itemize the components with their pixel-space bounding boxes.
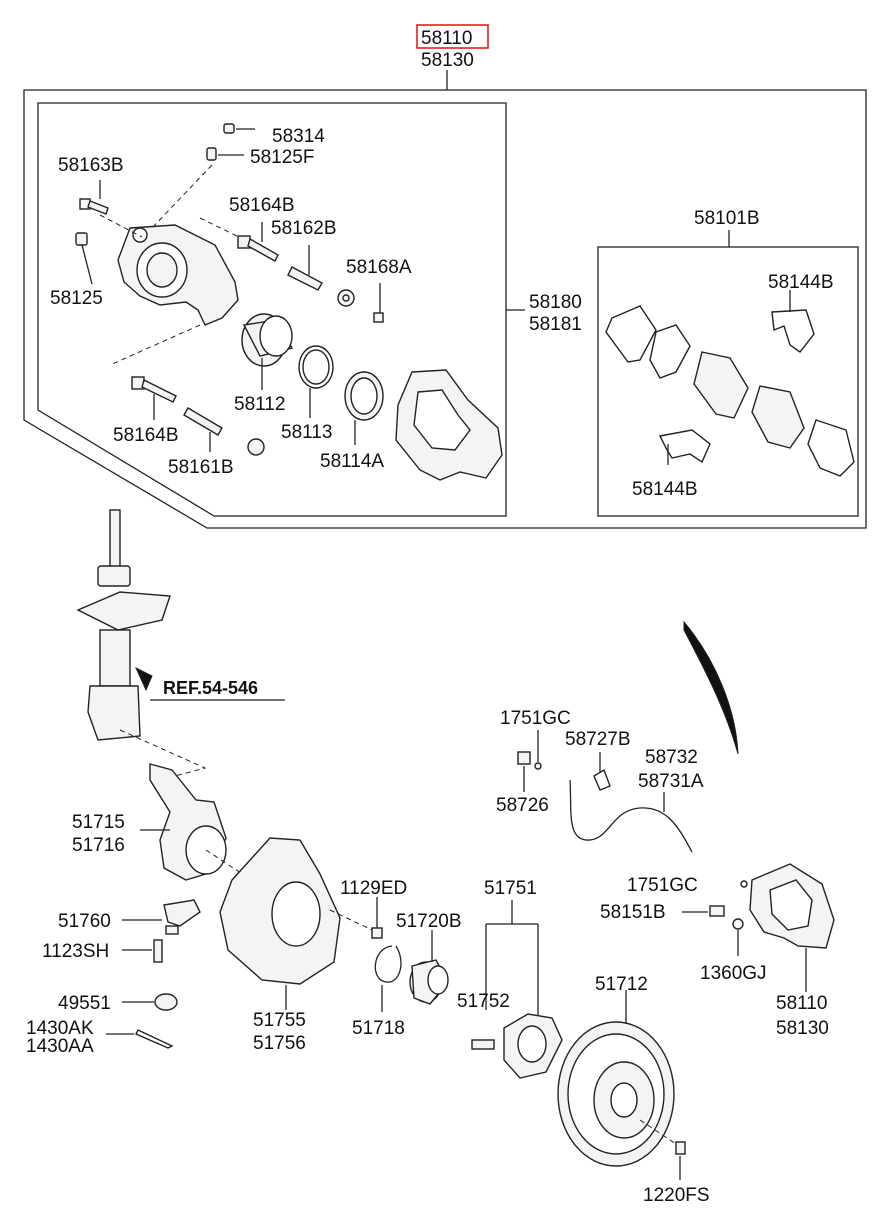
label-bushing[interactable]: 58125	[50, 288, 103, 309]
shim-outer[interactable]	[605, 305, 657, 363]
label-hub-bolt[interactable]: 51752	[457, 991, 510, 1012]
label-caliper-assy[interactable]: 58110	[421, 28, 472, 49]
shield-screw[interactable]	[371, 927, 383, 939]
pad-kit-parts	[605, 290, 855, 477]
hose-bolt[interactable]	[517, 751, 531, 765]
label-clip-upper[interactable]: 58144B	[768, 272, 834, 293]
caliper-bolt[interactable]	[709, 905, 725, 917]
disc-screw[interactable]	[675, 1141, 686, 1155]
pad-outer[interactable]	[693, 351, 749, 419]
caliper-kit-parts	[75, 123, 525, 481]
pad-kit-box	[597, 246, 859, 517]
ref-arrow	[134, 666, 153, 692]
ball-joint[interactable]	[163, 899, 201, 935]
guide-pin-lower[interactable]	[183, 407, 223, 436]
label-strut-ref[interactable]: REF.54-546	[163, 678, 258, 698]
label-shield-screw[interactable]: 1129ED	[340, 878, 407, 899]
label-caliper-a[interactable]: 58110	[776, 993, 827, 1014]
clip-lower[interactable]	[658, 429, 711, 464]
snap-ring[interactable]	[374, 945, 402, 983]
label-piston[interactable]: 58112	[234, 394, 285, 415]
brake-disc[interactable]	[557, 1021, 675, 1167]
shim-inner[interactable]	[807, 419, 855, 477]
clip-upper[interactable]	[771, 309, 815, 353]
guide-bolt-upper[interactable]	[237, 235, 279, 262]
carrier-bracket[interactable]	[395, 369, 503, 481]
label-disc-screw[interactable]: 1220FS	[643, 1185, 710, 1206]
label-piston-boot[interactable]: 58114A	[320, 451, 384, 472]
label-boot-a[interactable]: 58168A	[346, 257, 412, 278]
label-disc[interactable]: 51712	[595, 974, 648, 995]
guide-bolt-top[interactable]	[79, 198, 109, 215]
label-guide-pin-a[interactable]: 58162B	[271, 218, 337, 239]
label-shield-a[interactable]: 51755	[253, 1010, 306, 1031]
label-pad-kit[interactable]: 58101B	[694, 208, 760, 229]
label-hose-a[interactable]: 58732	[645, 747, 698, 768]
hose-clip-c[interactable]	[740, 880, 748, 888]
small-nut[interactable]	[373, 312, 384, 323]
bleeder-screw[interactable]	[206, 147, 217, 161]
label-hose-b[interactable]: 58731A	[638, 771, 704, 792]
label-guide-bolt-b[interactable]: 58164B	[229, 195, 295, 216]
boot-lower[interactable]	[247, 438, 265, 456]
label-clip-lower[interactable]: 58144B	[632, 479, 698, 500]
hub-bolt[interactable]	[471, 1039, 495, 1050]
label-shield-b[interactable]: 51756	[253, 1033, 306, 1054]
label-knuckle-b[interactable]: 51716	[72, 835, 125, 856]
label-carrier-a[interactable]: 58180	[529, 292, 582, 313]
dust-shield[interactable]	[219, 837, 341, 985]
piston-seal[interactable]	[298, 345, 334, 389]
label-hose-washer[interactable]: 1360GJ	[700, 963, 767, 984]
label-carrier-b[interactable]: 58181	[529, 314, 582, 335]
label-castle-nut[interactable]: 49551	[58, 993, 111, 1014]
strut-assembly[interactable]	[76, 509, 171, 741]
cotter-pin[interactable]	[135, 1029, 174, 1049]
label-hose-bolt[interactable]: 58726	[496, 795, 549, 816]
label-knuckle-bolt[interactable]: 1123SH	[42, 941, 109, 962]
hose-washer[interactable]	[732, 918, 744, 930]
hose-clip-a[interactable]	[534, 762, 542, 770]
hose-clip-b[interactable]	[593, 768, 611, 791]
outer-frame	[23, 89, 867, 529]
label-hub-assy[interactable]: 51751	[484, 878, 537, 899]
label-hose-clip-b[interactable]: 58727B	[565, 729, 631, 750]
label-hose-clip-c[interactable]: 1751GC	[627, 875, 698, 896]
label-ball-joint[interactable]: 51760	[58, 911, 111, 932]
pad-inner[interactable]	[751, 385, 805, 449]
label-knuckle-a[interactable]: 51715	[72, 812, 125, 833]
guide-bolt-lower[interactable]	[131, 376, 177, 403]
label-caliper-b[interactable]: 58130	[776, 1018, 829, 1039]
wheel-hub[interactable]	[503, 1013, 563, 1079]
label-hose-clip-a[interactable]: 1751GC	[500, 708, 571, 729]
knuckle-bolt[interactable]	[153, 939, 163, 963]
label-snap-ring[interactable]: 51718	[352, 1018, 405, 1039]
label-caliper-assy-alt[interactable]: 58130	[421, 50, 474, 71]
label-guide-pin-b[interactable]: 58161B	[168, 457, 234, 478]
brake-hose[interactable]	[569, 779, 693, 853]
steering-knuckle[interactable]	[149, 763, 227, 881]
caliper-kit-box	[37, 102, 507, 517]
piston[interactable]	[241, 313, 294, 367]
label-hose-bolt-b[interactable]: 58151B	[600, 902, 666, 923]
label-cotter-pin-b[interactable]: 1430AA	[26, 1036, 94, 1057]
caliper-assembly[interactable]	[749, 863, 835, 949]
bleeder-cap[interactable]	[223, 123, 235, 134]
label-bleeder-screw[interactable]: 58125F	[250, 147, 314, 168]
label-bleeder-cap[interactable]: 58314	[272, 126, 325, 147]
label-piston-seal[interactable]: 58113	[281, 422, 332, 443]
part-highlight-box	[416, 24, 489, 49]
tire-arc	[683, 620, 739, 755]
label-bearing[interactable]: 51720B	[396, 911, 462, 932]
label-cotter-pin-a[interactable]: 1430AK	[26, 1018, 94, 1039]
bushing[interactable]	[75, 232, 88, 246]
wheel-bearing[interactable]	[409, 959, 449, 1005]
guide-pin-upper[interactable]	[287, 266, 323, 291]
label-guide-bolt-c[interactable]: 58164B	[113, 425, 179, 446]
pad-outer-thin[interactable]	[649, 324, 691, 379]
label-guide-bolt-a[interactable]: 58163B	[58, 155, 124, 176]
castle-nut[interactable]	[154, 993, 178, 1011]
piston-boot[interactable]	[344, 371, 384, 421]
caliper-body[interactable]	[117, 224, 239, 326]
